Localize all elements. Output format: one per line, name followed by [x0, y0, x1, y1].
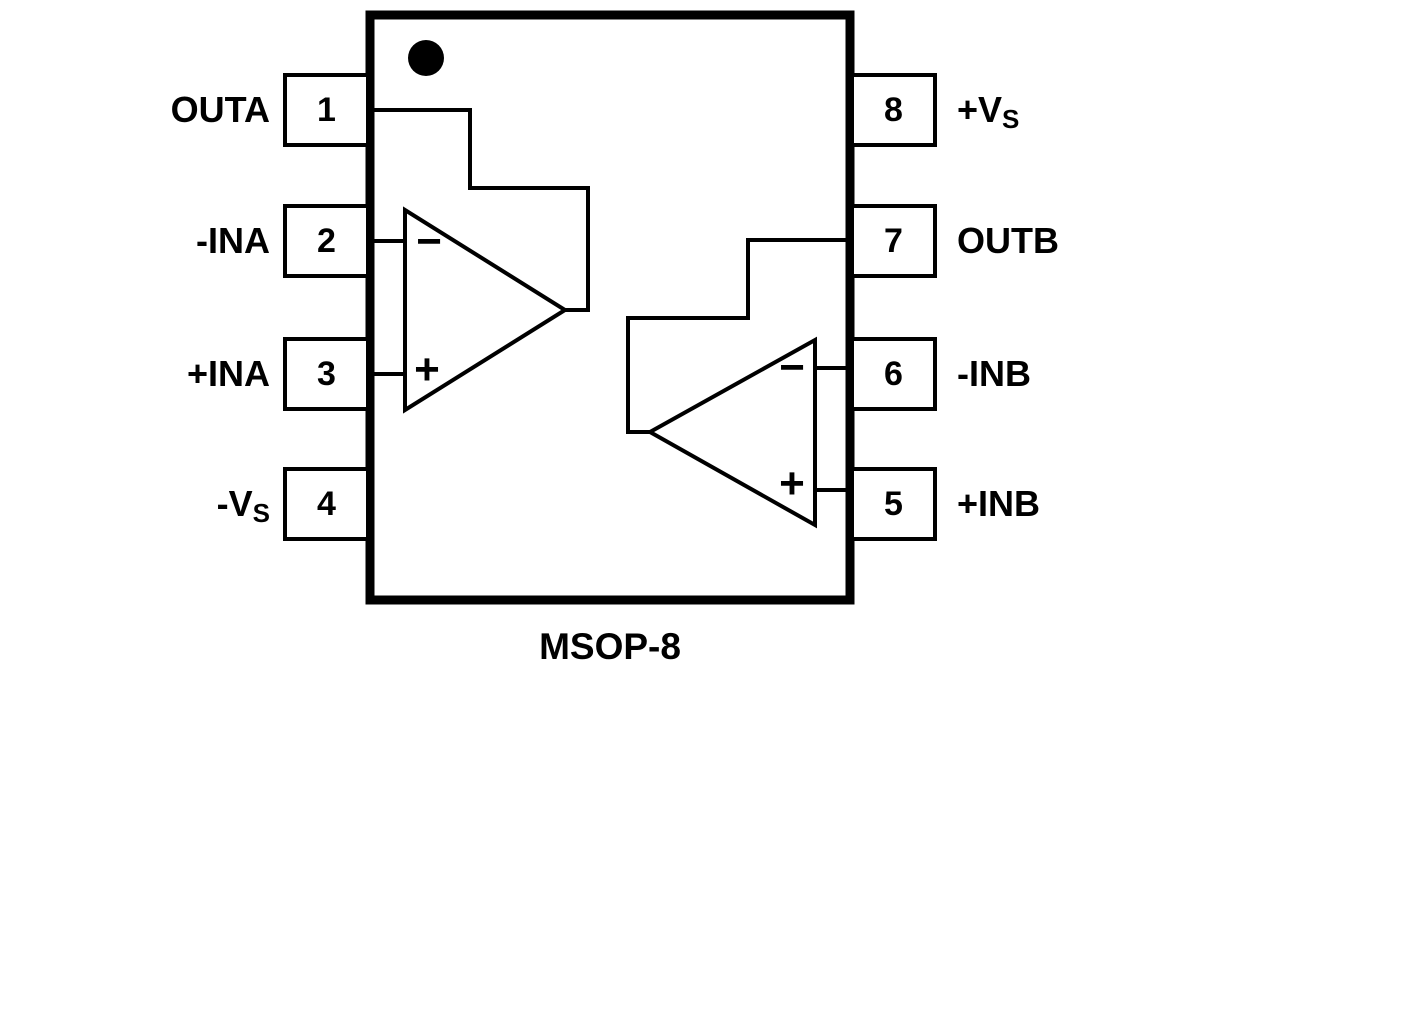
- pin-number: 3: [317, 354, 336, 393]
- pin-box-1: 1: [283, 73, 370, 147]
- pin-number: 4: [317, 484, 336, 523]
- pin-box-4: 4: [283, 467, 370, 541]
- pin-label-outa: OUTA: [170, 89, 270, 130]
- pin-number: 2: [317, 221, 336, 260]
- opamp-b-symbol: [645, 336, 817, 529]
- pin-box-6: 6: [850, 337, 937, 411]
- wire-pin7-to-opamp-b-output: [626, 238, 850, 434]
- package-label: MSOP-8: [539, 626, 681, 667]
- opamp-a-minus-sign: −: [416, 217, 442, 266]
- pin-number: 6: [884, 354, 903, 393]
- ic-body-outline: [365, 10, 855, 605]
- pin-label-pos-ina: +INA: [186, 353, 270, 394]
- opamp-a-plus-sign: +: [414, 345, 440, 394]
- pin-box-5: 5: [850, 467, 937, 541]
- pin-label-neg-ina: -INA: [196, 220, 270, 261]
- opamp-a-symbol: [403, 206, 569, 414]
- pin-number: 5: [884, 484, 903, 523]
- pin-label-neg-inb: -INB: [957, 353, 1031, 394]
- pin-number: 8: [884, 90, 903, 129]
- pin-box-7: 7: [850, 204, 937, 278]
- pin-number: 1: [317, 90, 336, 129]
- opamp-b-minus-sign: −: [779, 343, 805, 392]
- pin-box-2: 2: [283, 204, 370, 278]
- wire-pin1-to-opamp-a-output: [370, 108, 590, 312]
- opamp-b-plus-sign: +: [779, 459, 805, 508]
- pin-label-outb: OUTB: [957, 220, 1059, 261]
- pin-label-pos-inb: +INB: [957, 483, 1041, 524]
- pin-number: 7: [884, 221, 903, 260]
- pin-box-3: 3: [283, 337, 370, 411]
- pin-1-indicator-dot: [408, 40, 444, 76]
- pin-box-8: 8: [850, 73, 937, 147]
